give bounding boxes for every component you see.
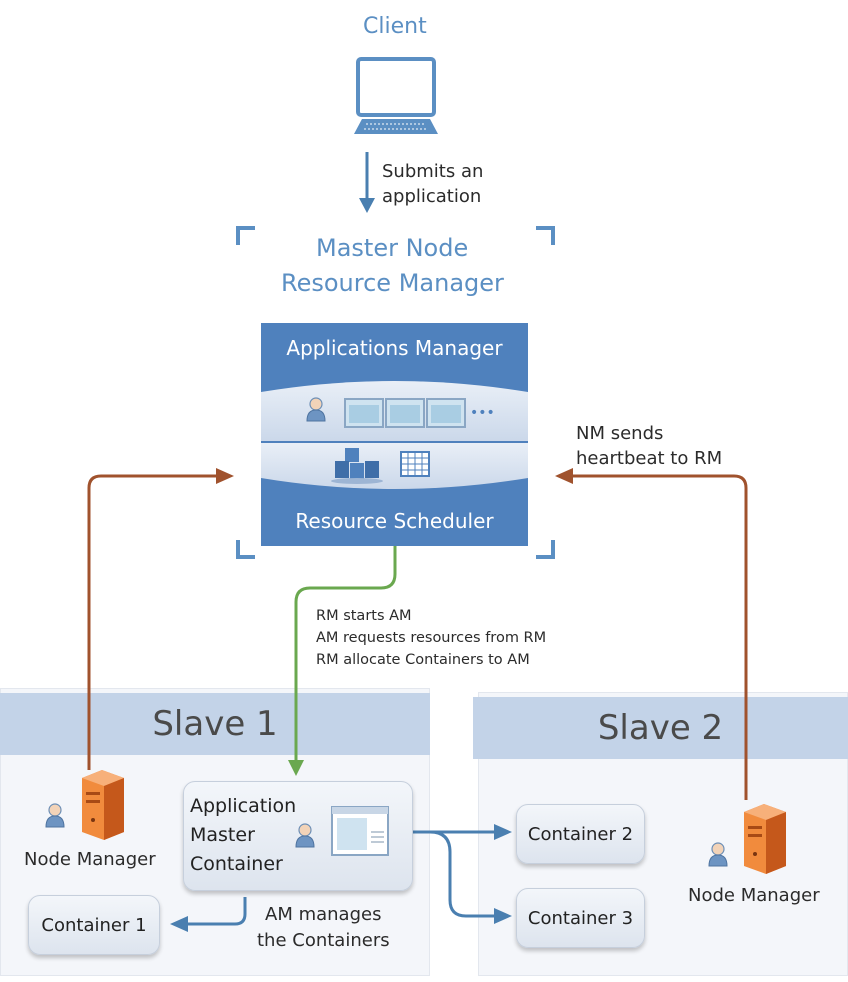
am-flow-line2: AM requests resources from RM	[316, 630, 547, 646]
am-label-line2: Master	[190, 824, 255, 846]
container-3: Container 3	[516, 888, 645, 948]
slave2-title: Slave 2	[473, 697, 848, 759]
ellipsis-dots: •••	[470, 405, 495, 421]
am-flow-line3: RM allocate Containers to AM	[316, 652, 530, 668]
master-node-brackets	[236, 226, 555, 559]
heartbeat-label-line1: NM sends	[576, 423, 664, 444]
arrow-to-container3	[494, 908, 512, 924]
server-icon	[744, 804, 786, 874]
am-start-arrow	[288, 546, 397, 776]
submit-label-line1: Submits an	[382, 161, 484, 182]
heartbeat-label-line2: heartbeat to RM	[576, 448, 723, 469]
slave2-node-manager-label: Node Manager	[688, 885, 820, 906]
resource-scheduler-label: Resource Scheduler	[295, 509, 494, 533]
am-icons	[295, 806, 389, 856]
container-2: Container 2	[516, 804, 645, 864]
submit-label-line2: application	[382, 186, 482, 207]
window-icon	[344, 398, 466, 428]
slave1-title: Slave 1	[0, 693, 430, 755]
arrow-to-container2	[494, 824, 512, 840]
user-icon	[45, 803, 65, 828]
server-cluster-icon	[331, 448, 383, 484]
calendar-grid-icon	[400, 451, 430, 477]
resource-manager-title: Resource Manager	[281, 269, 504, 297]
manage-label-line2: the Containers	[257, 930, 390, 951]
slave1-node-manager-label: Node Manager	[24, 849, 156, 870]
rm-lens	[261, 381, 528, 489]
user-icon	[295, 823, 315, 848]
server-icon	[82, 770, 124, 840]
window-icon	[331, 806, 389, 856]
am-label-line3: Container	[190, 853, 283, 875]
client-label: Client	[363, 14, 427, 39]
submit-arrow	[359, 152, 375, 213]
computer-icon	[354, 57, 438, 134]
manage-label-line1: AM manages	[265, 904, 382, 925]
am-label-line1: Application	[190, 795, 297, 817]
container-1: Container 1	[28, 895, 160, 955]
heartbeat-arrow-right	[555, 468, 748, 800]
heartbeat-arrow-left	[87, 468, 234, 770]
am-flow-line1: RM starts AM	[316, 608, 412, 624]
user-icon	[708, 842, 728, 867]
applications-manager-label: Applications Manager	[286, 336, 503, 360]
container-arrows	[186, 830, 496, 926]
arrow-to-container1	[170, 916, 188, 932]
master-node-title: Master Node	[316, 234, 469, 262]
